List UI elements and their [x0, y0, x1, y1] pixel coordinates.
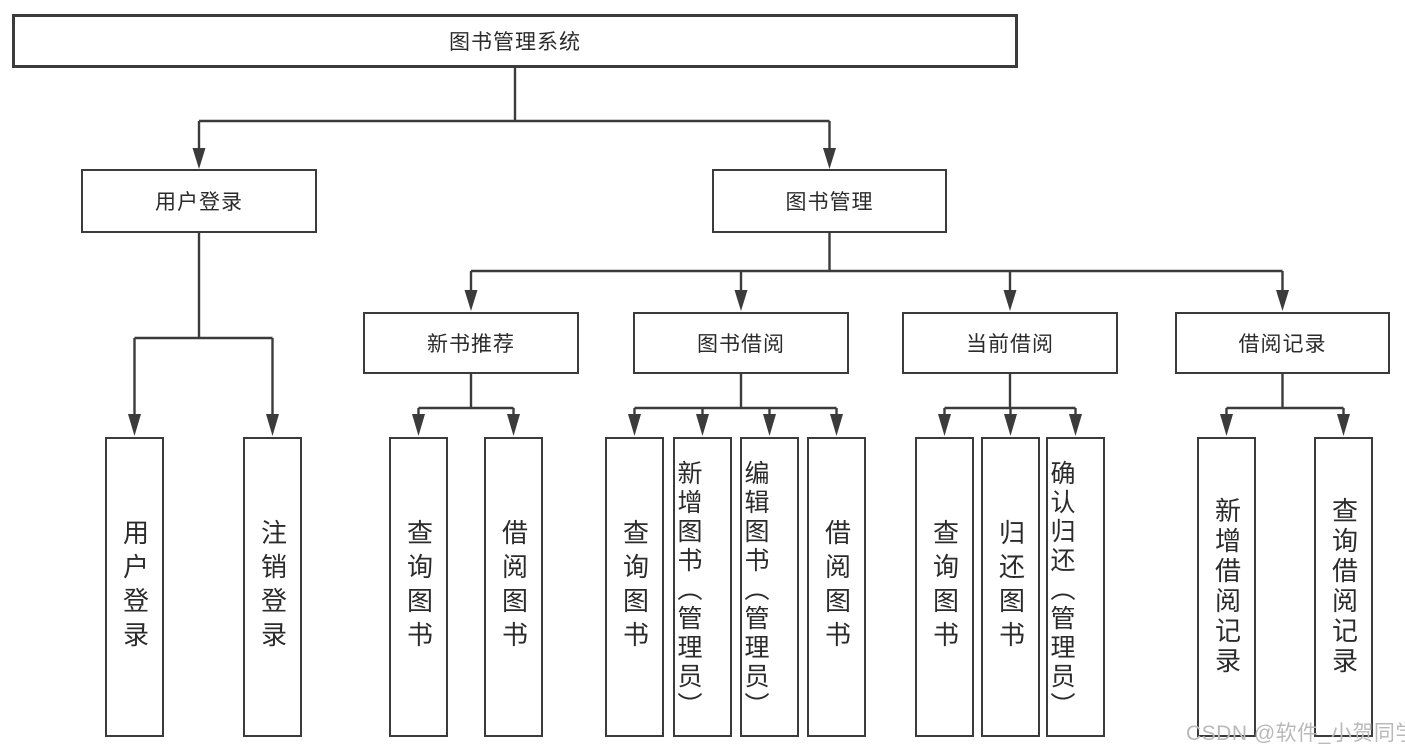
arrowhead-down-icon [464, 290, 478, 311]
node-search-books-current: 查询图书 [915, 437, 974, 737]
node-user-login-leaf: 用户登录 [105, 437, 164, 737]
node-label: 图书管理系统 [449, 31, 581, 54]
node-borrow-books-borrowing: 借阅图书 [807, 437, 866, 737]
node-label: 当前借阅 [966, 333, 1054, 356]
node-label: 图书借阅 [697, 333, 785, 356]
arrowhead-down-icon [628, 414, 641, 436]
connector-line [197, 68, 831, 150]
arrowhead-down-icon [1003, 290, 1017, 311]
arrowhead-down-icon [1337, 414, 1350, 436]
node-book-management: 图书管理 [712, 169, 947, 233]
node-user-login: 用户登录 [81, 169, 317, 233]
node-borrow-books-recommend: 借阅图书 [484, 437, 543, 737]
arrowhead-down-icon [412, 414, 425, 436]
arrowhead-down-icon [734, 290, 748, 311]
node-edit-books-admin: 编辑图书（管理员） [740, 437, 799, 737]
node-search-books-recommend: 查询图书 [389, 437, 448, 737]
node-return-books: 归还图书 [981, 437, 1040, 737]
node-label: 注销登录 [257, 519, 288, 655]
arrowhead-down-icon [1004, 414, 1017, 436]
node-label: 查询图书 [619, 519, 650, 655]
node-label: 新增借阅记录 [1211, 497, 1242, 677]
connector-new-book-recommendation-children [412, 374, 520, 436]
arrowhead-down-icon [192, 148, 206, 169]
connector-book-borrowing-children [628, 374, 843, 436]
arrowhead-down-icon [830, 414, 843, 436]
connector-line [469, 233, 1284, 291]
node-add-borrow-record: 新增借阅记录 [1197, 437, 1256, 737]
connector-current-borrowing-children [938, 374, 1082, 436]
arrowhead-down-icon [1069, 414, 1082, 436]
arrowhead-down-icon [507, 414, 520, 436]
node-book-borrowing: 图书借阅 [633, 312, 849, 374]
node-label: 借阅图书 [498, 519, 529, 655]
node-label: 新书推荐 [427, 333, 515, 356]
node-label: 借阅记录 [1238, 333, 1327, 356]
node-label: 归还图书 [995, 519, 1026, 655]
connector-line [133, 233, 274, 416]
node-label: 确认归还（管理员） [1047, 460, 1075, 721]
arrowhead-down-icon [696, 414, 709, 436]
connector-line [417, 374, 515, 416]
csdn-watermark: CSDN @软件_小贺同学 [1186, 722, 1405, 745]
arrowhead-down-icon [823, 148, 836, 169]
node-label: 查询借阅记录 [1328, 497, 1359, 677]
arrowhead-down-icon [128, 414, 141, 436]
node-borrowing-records: 借阅记录 [1175, 312, 1390, 374]
node-label: 查询图书 [929, 519, 960, 655]
arrowhead-down-icon [266, 414, 279, 436]
connector-root-to-level2 [192, 68, 836, 169]
node-search-books-borrowing: 查询图书 [605, 437, 664, 737]
node-search-borrow-record: 查询借阅记录 [1314, 437, 1373, 737]
node-label: 借阅图书 [821, 519, 852, 655]
connector-line [943, 374, 1077, 416]
node-label: 图书管理 [785, 191, 874, 214]
arrowhead-down-icon [763, 414, 776, 436]
node-label: 查询图书 [403, 519, 434, 655]
connector-line [633, 374, 838, 416]
connector-book-management-to-level3 [464, 233, 1289, 311]
node-label: 用户登录 [119, 519, 150, 655]
arrowhead-down-icon [1220, 414, 1233, 436]
node-logout: 注销登录 [243, 437, 302, 737]
connector-borrowing-records-children [1220, 374, 1350, 436]
node-confirm-return-admin: 确认归还（管理员） [1046, 437, 1105, 737]
node-label: 新增图书（管理员） [674, 460, 702, 721]
connector-line [1225, 374, 1345, 416]
node-library-management-system: 图书管理系统 [12, 14, 1018, 68]
node-label: 编辑图书（管理员） [741, 460, 769, 721]
arrowhead-down-icon [938, 414, 951, 436]
connector-user-login-children [128, 233, 279, 436]
node-current-borrowing: 当前借阅 [902, 312, 1118, 374]
arrowhead-down-icon [1276, 290, 1289, 311]
node-add-books-admin: 新增图书（管理员） [673, 437, 732, 737]
node-new-book-recommendation: 新书推荐 [363, 312, 579, 374]
node-label: 用户登录 [155, 191, 243, 214]
